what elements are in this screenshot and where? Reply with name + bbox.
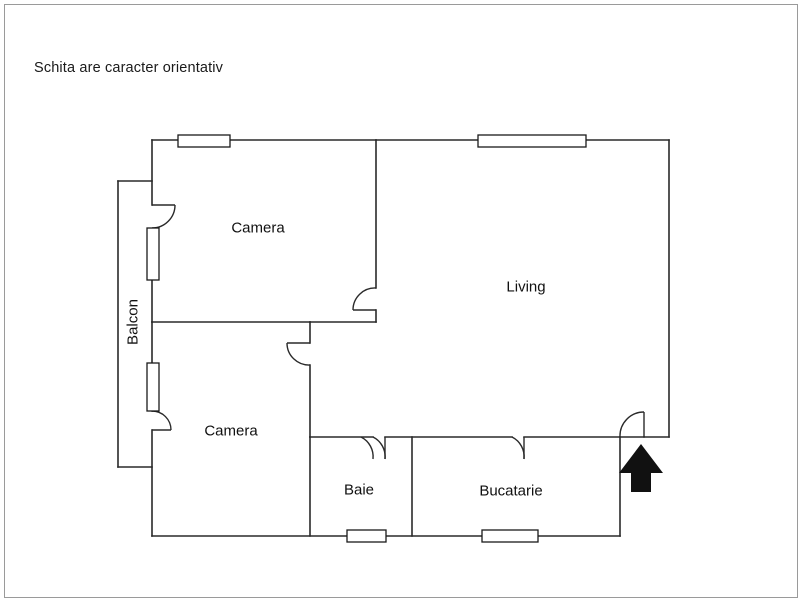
room-label-bucatarie: Bucatarie — [479, 482, 543, 500]
window-camera-top-north — [177, 134, 231, 148]
door-hallway-west — [286, 342, 311, 366]
window-living-north — [477, 134, 587, 148]
entrance-arrow — [619, 444, 663, 492]
door-bucatarie — [511, 436, 525, 460]
room-label-baie: Baie — [343, 481, 375, 499]
page-title: Schita are caracter orientativ — [34, 60, 224, 76]
room-label-camera-top: Camera — [231, 219, 285, 237]
window-camera-top-west — [146, 227, 160, 281]
door-swings — [151, 204, 645, 460]
door-entrance — [619, 411, 645, 438]
door-camera-top-west — [151, 204, 176, 229]
window-baie-south — [346, 529, 387, 543]
room-label-living: Living — [506, 278, 546, 296]
door-camera-bottom-west — [151, 410, 172, 431]
room-label-balcon: Balcon — [124, 299, 142, 345]
door-camera-top-east — [352, 287, 377, 311]
windows — [146, 134, 587, 543]
window-bucatarie-south — [481, 529, 539, 543]
walls — [117, 139, 670, 537]
door-baie — [360, 436, 386, 460]
window-camera-bottom-west — [146, 362, 160, 412]
room-label-camera-bottom: Camera — [204, 422, 258, 440]
page-frame — [4, 4, 798, 598]
